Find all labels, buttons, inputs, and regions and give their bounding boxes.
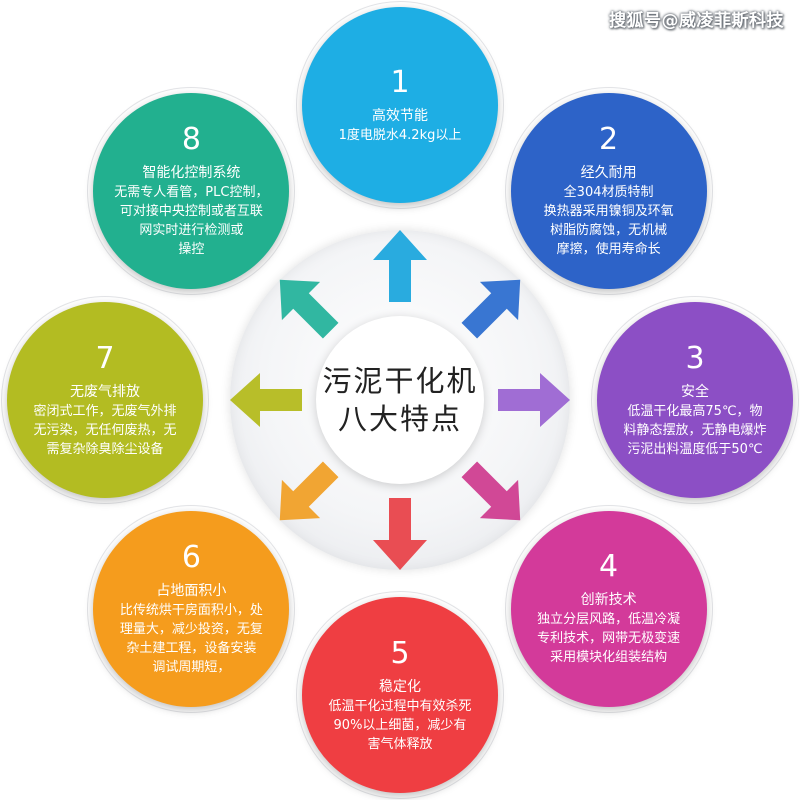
feature-description-line: 无污染，无任何废热，无: [33, 422, 177, 438]
feature-description-3: 低温干化最高75℃，物料静态摆放，无静电爆炸污泥出料温度低于50℃: [623, 402, 766, 459]
feature-number-6: 6: [181, 539, 201, 575]
arrow-7: [230, 373, 302, 427]
feature-title-2: 经久耐用: [580, 165, 637, 182]
feature-description-7: 密闭式工作，无废气外排无污染，无任何废热，无需复杂除臭除尘设备: [33, 402, 176, 459]
feature-circle-6: 6 占地面积小比传统烘干房面积小，处理量大，减少投资，无复杂土建工程，设备安装调试…: [93, 510, 290, 707]
feature-title-6: 占地面积小: [156, 582, 227, 599]
arrow-8: [279, 279, 339, 339]
feature-description-line: 无需专人看管，PLC控制，: [114, 185, 269, 201]
watermark: 搜狐号@威凌菲斯科技: [609, 11, 784, 31]
feature-description-line: 独立分层风路，低温冷凝: [537, 612, 681, 628]
feature-title-7: 无废气排放: [70, 383, 140, 400]
center-title-line-2: 八大特点: [337, 402, 462, 436]
arrow-5: [373, 498, 427, 570]
feature-number-5: 5: [390, 635, 410, 671]
feature-description-line: 害气体释放: [367, 736, 433, 752]
feature-description-6: 比传统烘干房面积小，处理量大，减少投资，无复杂土建工程，设备安装调试周期短，: [120, 601, 263, 677]
feature-number-3: 3: [685, 340, 705, 376]
feature-description-line: 专利技术，网带无极变速: [537, 631, 681, 647]
feature-title-8: 智能化控制系统: [142, 165, 241, 182]
feature-title-5: 稳定化: [379, 678, 421, 695]
feature-description-line: 网实时进行检测或: [139, 223, 244, 239]
feature-description-line: 需复杂除臭除尘设备: [46, 441, 164, 457]
arrow-1: [373, 230, 427, 302]
feature-number-7: 7: [95, 340, 115, 376]
feature-number-4: 4: [599, 549, 619, 585]
feature-circle-3: 3 安全低温干化最高75℃，物料静态摆放，无静电爆炸污泥出料温度低于50℃: [597, 302, 793, 498]
feature-description-line: 可对接中央控制或者互联: [119, 204, 263, 220]
center-circle: 污泥干化机 八大特点: [316, 316, 484, 484]
feature-description-line: 树脂防腐蚀，无机械: [550, 223, 668, 239]
feature-title-1: 高效节能: [372, 107, 428, 124]
feature-circle-1: 1 高效节能 1度电脱水4.2kg以上: [302, 7, 498, 203]
feature-description-line: 90%以上细菌，减少有: [333, 717, 467, 733]
arrow-shape-4: [461, 461, 521, 521]
center-title-line-1: 污泥干化机: [322, 364, 478, 398]
feature-description-line: 低温干化过程中有效杀死: [328, 698, 472, 714]
arrow-shape-2: [461, 279, 521, 339]
feature-title-4: 创新技术: [580, 592, 637, 609]
feature-description-line: 理量大，减少投资，无复: [119, 621, 263, 637]
feature-description-line: 杂土建工程，设备安装: [126, 640, 257, 656]
feature-circle-5: 5 稳定化低温干化过程中有效杀死 90%以上细菌，减少有害气体释放: [302, 597, 498, 793]
arrow-shape-3: [498, 373, 570, 427]
feature-description-4: 独立分层风路，低温冷凝专利技术，网带无极变速采用模块化组装结构: [537, 610, 680, 667]
feature-description-1: 1度电脱水4.2kg以上: [339, 126, 462, 145]
feature-description-line: 比传统烘干房面积小，处: [119, 602, 263, 618]
arrow-3: [498, 373, 570, 427]
feature-description-line: 料静态摆放，无静电爆炸: [623, 422, 767, 438]
arrow-shape-5: [373, 498, 427, 570]
feature-description-line: 全304材质特制: [563, 185, 654, 201]
arrow-shape-8: [279, 279, 339, 339]
feature-description-line: 密闭式工作，无废气外排: [33, 403, 177, 419]
feature-circle-8: 8 智能化控制系统无需专人看管，PLC控制， 可对接中央控制或者互联网实时进行检测或…: [93, 93, 290, 290]
feature-circle-7: 7 无废气排放密闭式工作，无废气外排无污染，无任何废热，无需复杂除臭除尘设备: [7, 302, 203, 498]
feature-description-line: 1度电脱水4.2kg以上: [338, 127, 462, 143]
arrow-shape-1: [373, 230, 427, 302]
feature-number-2: 2: [599, 122, 619, 158]
feature-description-line: 摩擦，使用寿命长: [556, 242, 661, 258]
feature-description-line: 操控: [178, 242, 205, 258]
feature-title-3: 安全: [681, 383, 709, 400]
feature-description-2: 全304材质特制换热器采用镍铜及环氧树脂防腐蚀，无机械摩擦，使用寿命长: [544, 183, 674, 259]
feature-description-line: 污泥出料温度低于50℃: [627, 441, 763, 457]
arrow-shape-7: [230, 373, 302, 427]
feature-description-line: 采用模块化组装结构: [550, 650, 668, 666]
feature-number-1: 1: [390, 64, 410, 100]
arrow-shape-6: [279, 461, 339, 521]
arrow-6: [279, 461, 339, 521]
feature-description-line: 换热器采用镍铜及环氧: [543, 204, 674, 220]
feature-circle-2: 2 经久耐用全304材质特制换热器采用镍铜及环氧树脂防腐蚀，无机械摩擦，使用寿命长: [510, 93, 707, 290]
feature-description-5: 低温干化过程中有效杀死 90%以上细菌，减少有害气体释放: [328, 697, 471, 754]
feature-number-8: 8: [181, 122, 201, 158]
arrow-2: [461, 279, 521, 339]
feature-description-line: 调试周期短，: [152, 659, 231, 675]
feature-description-line: 低温干化最高75℃，物: [627, 403, 763, 419]
arrow-4: [461, 461, 521, 521]
feature-description-8: 无需专人看管，PLC控制， 可对接中央控制或者互联网实时进行检测或操控: [114, 183, 268, 259]
